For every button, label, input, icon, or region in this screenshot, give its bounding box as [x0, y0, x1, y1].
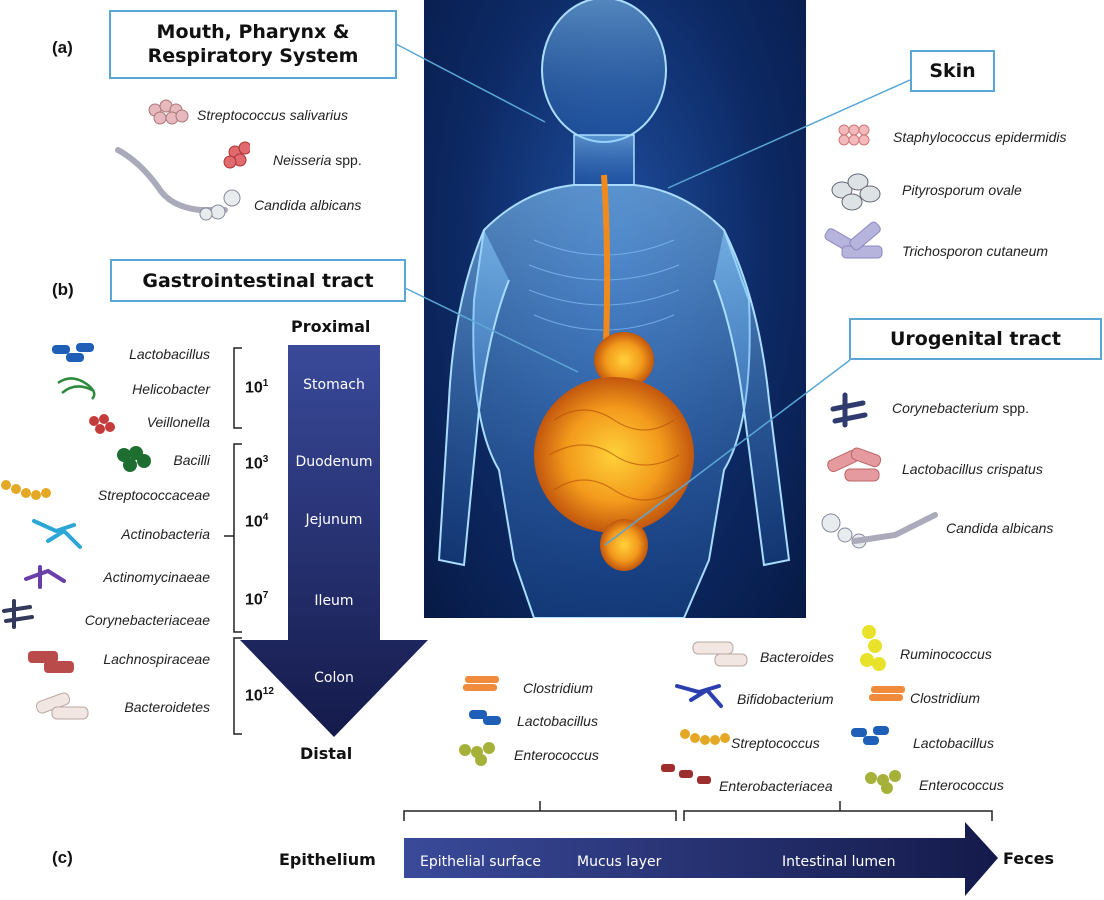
filament-icon: [852, 512, 938, 544]
gi-species-2: Helicobacter: [132, 381, 210, 397]
bacterium-cluster-icon: [459, 742, 495, 766]
horizontal-axis-left-label: Epithelium: [279, 850, 376, 869]
rod-bacteria-icon: [827, 447, 882, 482]
mouth-microbe-icons: [115, 99, 250, 221]
gi-species-5: Streptococcaceae: [97, 487, 210, 503]
mucus-microbe-icons: [459, 676, 501, 766]
intestinal-lumen-label: Intestinal lumen: [782, 854, 896, 870]
lumen-species-5: Streptococcus: [731, 735, 820, 751]
yeast-icon: [199, 189, 241, 221]
region-skin-box: Skin: [910, 50, 995, 92]
gi-count-colon: 1012: [245, 686, 274, 705]
bacterium-cluster-icon: [117, 446, 151, 472]
rod-bacteria-icon: [851, 726, 889, 745]
gi-axis-bottom-label: Distal: [300, 744, 353, 763]
filament-icon: [57, 377, 96, 400]
gi-count-duodenum: 103: [245, 454, 269, 473]
gi-count-jejunum: 104: [245, 512, 269, 531]
gi-segment-stomach: Stomach: [303, 377, 365, 393]
lumen-species-8: Enterococcus: [919, 777, 1004, 793]
lumen-species-7: Enterobacteriacea: [719, 778, 833, 794]
skin-microbe-icons: [824, 124, 883, 259]
rod-bacteria-icon: [469, 710, 501, 725]
mouth-species-1: Streptococcus salivarius: [197, 107, 348, 123]
bacterium-cluster-icon: [860, 625, 886, 671]
rod-bacteria-icon: [463, 676, 499, 691]
gi-species-3: Veillonella: [146, 414, 210, 430]
lumen-species-1: Bacteroides: [760, 649, 834, 665]
uro-microbe-icons: [821, 392, 938, 549]
skin-species-1: Staphylococcus epidermidis: [893, 129, 1067, 145]
rod-bacteria-icon: [2, 599, 34, 629]
bacterium-cluster-icon: [89, 414, 115, 434]
rod-bacteria-icon: [869, 686, 905, 701]
yeast-icon: [831, 173, 881, 211]
bacterium-cluster-icon: [865, 770, 901, 794]
epithelial-surface-label: Epithelial surface: [420, 854, 542, 870]
gi-species-8: Corynebacteriaceae: [84, 612, 210, 628]
skin-species-3: Trichosporon cutaneum: [902, 243, 1049, 259]
human-body-illustration: [424, 0, 806, 618]
mouth-species-3: Candida albicans: [254, 197, 362, 213]
rod-bacteria-icon: [52, 343, 94, 362]
region-gi-box: Gastrointestinal tract: [110, 259, 406, 302]
horizontal-braces: [403, 801, 993, 821]
rod-bacteria-icon: [692, 641, 748, 667]
mouth-species-2: Neisseria spp.: [273, 152, 362, 168]
filament-icon: [675, 684, 723, 708]
uro-species-3: Candida albicans: [946, 520, 1054, 536]
region-mouth-box: Mouth, Pharynx & Respiratory System: [109, 10, 397, 79]
uro-species-1: Corynebacterium spp.: [892, 400, 1029, 416]
gi-axis-top-label: Proximal: [291, 317, 371, 336]
gi-brackets: [224, 347, 242, 735]
mucus-species-2: Lactobacillus: [517, 713, 598, 729]
panel-label-b: (b): [52, 280, 74, 299]
lumen-species-3: Bifidobacterium: [737, 691, 834, 707]
gi-species-1: Lactobacillus: [129, 346, 210, 362]
filament-icon: [32, 519, 82, 549]
filament-icon: [115, 147, 228, 213]
bacterium-cluster-icon: [148, 99, 189, 125]
gi-segment-duodenum: Duodenum: [295, 454, 373, 470]
lumen-microbe-icons: [661, 625, 905, 794]
gi-species-9: Lachnospiraceae: [103, 651, 210, 667]
skin-species-2: Pityrosporum ovale: [902, 182, 1022, 198]
rod-bacteria-icon: [830, 392, 868, 428]
body-silhouette-icon: [437, 0, 791, 618]
gi-count-ileum: 107: [245, 590, 269, 609]
filament-icon: [24, 565, 66, 589]
rod-bacteria-icon: [824, 221, 883, 259]
bacterium-cluster-icon: [838, 124, 870, 146]
gi-segment-colon: Colon: [314, 670, 354, 686]
bacterium-chain-icon: [680, 729, 730, 745]
gi-species-7: Actinomycinaeae: [103, 569, 210, 585]
rod-bacteria-icon: [661, 764, 711, 784]
panel-label-a: (a): [52, 38, 73, 57]
panel-label-c: (c): [52, 848, 73, 867]
rod-bacteria-icon: [35, 692, 89, 720]
bacterium-chain-icon: [1, 480, 51, 500]
horizontal-axis-right-label: Feces: [1003, 849, 1054, 868]
gi-species-6: Actinobacteria: [121, 526, 210, 542]
gi-count-stomach: 101: [245, 378, 269, 397]
mucus-species-3: Enterococcus: [514, 747, 599, 763]
gi-species-4: Bacilli: [173, 452, 210, 468]
mucus-layer-label: Mucus layer: [577, 854, 662, 870]
gi-segment-jejunum: Jejunum: [305, 512, 363, 528]
lumen-species-2: Ruminococcus: [900, 646, 992, 662]
lumen-species-4: Clostridium: [910, 690, 981, 706]
lumen-species-6: Lactobacillus: [913, 735, 994, 751]
gi-tract-arrow: [240, 345, 428, 737]
rod-bacteria-icon: [28, 651, 74, 673]
uro-species-2: Lactobacillus crispatus: [902, 461, 1043, 477]
gi-segment-ileum: Ileum: [314, 593, 354, 609]
bacterium-cluster-icon: [223, 141, 250, 169]
gi-species-10: Bacteroidetes: [124, 699, 210, 715]
region-urogenital-box: Urogenital tract: [849, 318, 1102, 360]
mucus-species-1: Clostridium: [523, 680, 594, 696]
gi-microbe-icons: [1, 343, 151, 720]
horizontal-arrow: [404, 822, 998, 896]
